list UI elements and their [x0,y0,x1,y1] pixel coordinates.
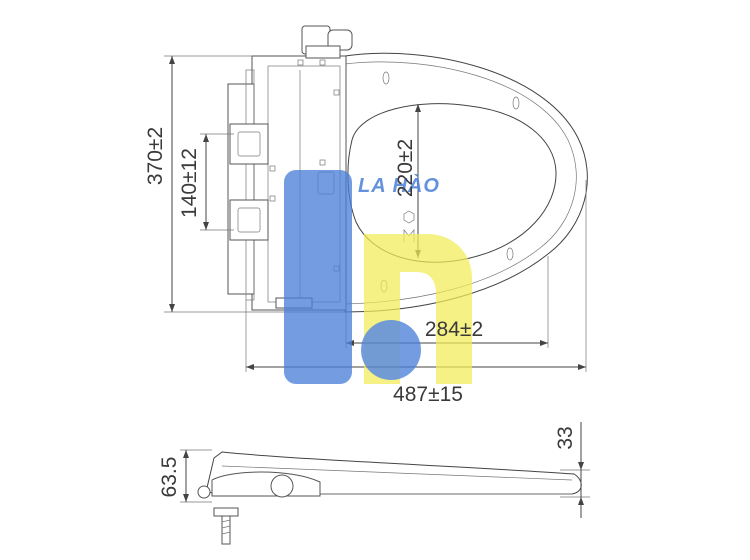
detail-2 [319,59,326,66]
mount-bracket-lower [229,199,269,241]
control-unit-side-strip [245,69,255,301]
bumper-3 [506,247,514,261]
dim-overall-length: 370±2 [144,127,167,185]
mount-bolt-shaft [221,515,231,545]
dim-side-front-height: 33 [554,426,577,449]
hex-nut-icon [403,210,415,224]
mount-bracket-lower-inner [237,207,261,233]
watermark-logo: LA HÀO [284,170,472,384]
water-connector-base [305,45,341,59]
detail-6 [333,89,340,96]
detail-5 [269,195,276,202]
side-view [180,422,590,545]
side-hinge [211,471,321,497]
watermark-blue-dot [361,320,421,380]
control-unit-side-panel [227,83,255,295]
dimension-lines [164,55,587,372]
dim-mount-spacing: 140±12 [178,148,201,218]
seat-opening [347,103,557,263]
dim-side-height: 63.5 [158,457,181,498]
mount-bolt-head [213,507,239,517]
bumper-2 [512,96,520,110]
dim-inner-opening-width: 284±2 [425,318,483,341]
detail-3 [319,159,326,166]
side-hinge-knob [270,474,294,498]
mount-bracket-upper [229,123,269,165]
mount-bracket-upper-inner [237,131,261,157]
bumper-1 [382,71,390,85]
detail-1 [297,59,304,66]
watermark-brand-text: LA HÀO [358,174,440,197]
detail-4 [269,165,276,172]
watermark-blue-bar [284,170,352,384]
dim-inner-opening-length: 220±2 [394,139,417,197]
dim-overall-width: 487±15 [393,383,463,406]
side-seat-body [205,451,582,495]
side-hinge-pin [197,485,211,499]
